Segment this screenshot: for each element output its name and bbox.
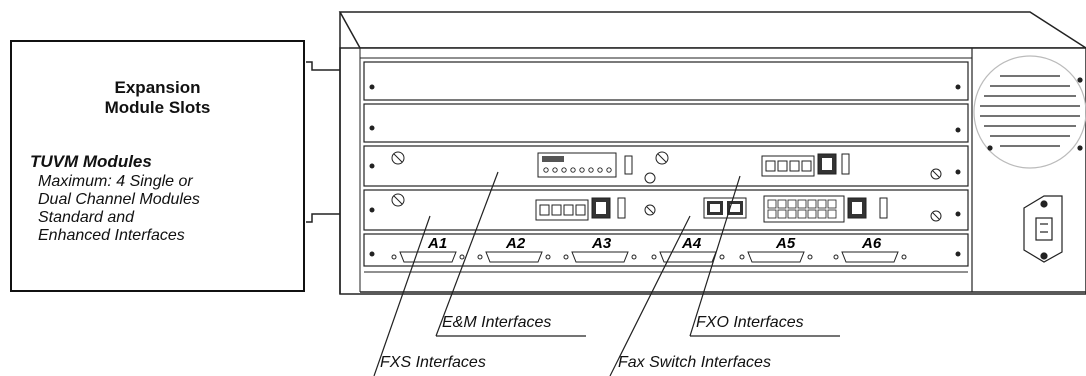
fax-switch-interfaces-label: Fax Switch Interfaces [618, 354, 771, 371]
fax-leader [609, 215, 691, 376]
connector-screw [477, 254, 483, 260]
connector-screw [651, 254, 657, 260]
slot-label-a3: A3 [591, 235, 612, 252]
callout-title-line2: Module Slots [104, 98, 211, 117]
connector-screw [545, 254, 551, 260]
db-connector-5 [747, 251, 805, 263]
connector-screw [631, 254, 637, 260]
connector-screw [807, 254, 813, 260]
fxs-module-ports [535, 199, 589, 221]
connector-screw [901, 254, 907, 260]
db-connector-3 [571, 251, 629, 263]
fxo-interfaces-label: FXO Interfaces [696, 314, 804, 331]
em-interfaces-label: E&M Interfaces [442, 314, 552, 331]
callout-leader-bottom [306, 213, 340, 223]
slot-label-a2: A2 [505, 235, 526, 252]
tuvm-line-3: Standard and [38, 209, 135, 226]
fxo-leader [689, 175, 741, 337]
expansion-slot-1 [363, 61, 969, 101]
tuvm-line-1: Maximum: 4 Single or [38, 173, 193, 190]
db-connector-6 [841, 251, 899, 263]
connector-screw [391, 254, 397, 260]
connector-screw [459, 254, 465, 260]
expansion-slot-3 [363, 145, 969, 187]
tuvm-title: TUVM Modules [30, 152, 152, 171]
fxs-interfaces-label: FXS Interfaces [380, 354, 486, 371]
db-connector-2 [485, 251, 543, 263]
slot-label-a6: A6 [861, 235, 882, 252]
power-inlet [1023, 195, 1063, 263]
connector-screw [833, 254, 839, 260]
db-connector-1 [399, 251, 457, 263]
slot-label-a1: A1 [427, 235, 447, 252]
chassis-top-face [338, 11, 1086, 49]
em-leader [435, 171, 499, 337]
callout-title-line1: Expansion [114, 78, 201, 97]
connector-screw [563, 254, 569, 260]
tuvm-line-4: Enhanced Interfaces [38, 227, 185, 244]
db-connector-4 [659, 251, 717, 263]
connector-screw [719, 254, 725, 260]
callout-leader-top [306, 61, 340, 71]
expansion-module-callout: Expansion Module Slots TUVM Modules Maxi… [10, 40, 305, 292]
slot-label-a4: A4 [681, 235, 702, 252]
connector-screw [739, 254, 745, 260]
fxs-leader [373, 215, 431, 376]
expansion-slot-2 [363, 103, 969, 143]
fxo-module-ports [761, 155, 815, 177]
expansion-slot-4 [363, 189, 969, 231]
slot-label-a5: A5 [775, 235, 796, 252]
fan-grille [973, 55, 1086, 169]
tuvm-line-2: Dual Channel Modules [38, 191, 200, 208]
